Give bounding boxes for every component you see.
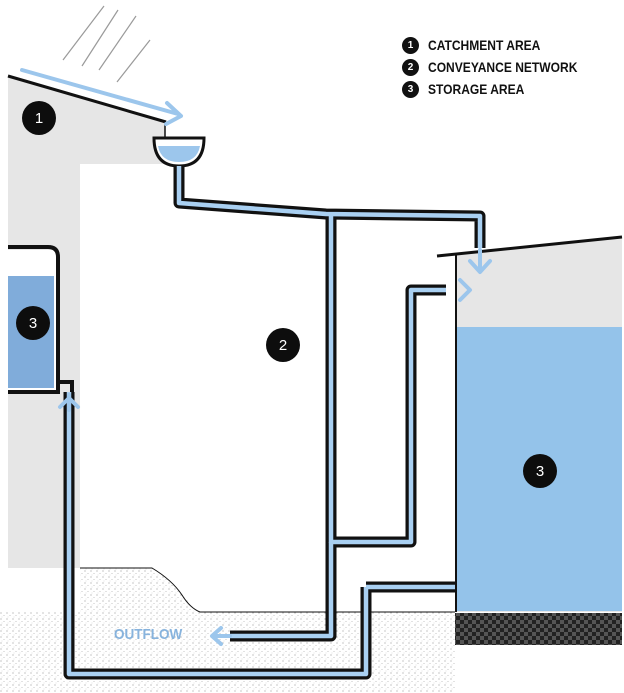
inlet-arrow: [458, 278, 472, 302]
rain-lines: [62, 5, 151, 83]
conveyance-pipes: [63, 166, 486, 680]
left-house: [8, 76, 165, 568]
marker-catchment: 1: [22, 101, 56, 135]
legend-number: 1: [402, 36, 419, 54]
roof-flow-arrow: [20, 68, 180, 116]
outflow-label: OUTFLOW: [114, 626, 183, 643]
legend-label: CATCHMENT AREA: [428, 37, 541, 53]
legend-number: 3: [402, 80, 419, 98]
legend-item-conveyance: 2 CONVEYANCE NETWORK: [402, 56, 602, 78]
legend-number: 2: [402, 58, 419, 76]
ground: [0, 567, 455, 693]
flow-arrows: [20, 68, 492, 646]
legend-label: STORAGE AREA: [428, 81, 525, 97]
right-building: [436, 235, 623, 645]
foundation-checker: [455, 613, 622, 645]
marker-storage-right: 3: [523, 454, 557, 488]
legend-item-storage: 3 STORAGE AREA: [402, 78, 602, 100]
legend-label: CONVEYANCE NETWORK: [428, 59, 578, 75]
legend-item-catchment: 1 CATCHMENT AREA: [402, 34, 602, 56]
marker-conveyance: 2: [266, 328, 300, 362]
left-roof-line: [7, 74, 167, 124]
legend: 1 CATCHMENT AREA 2 CONVEYANCE NETWORK 3 …: [402, 34, 602, 100]
marker-storage-left: 3: [16, 306, 50, 340]
gutter: [152, 136, 206, 168]
